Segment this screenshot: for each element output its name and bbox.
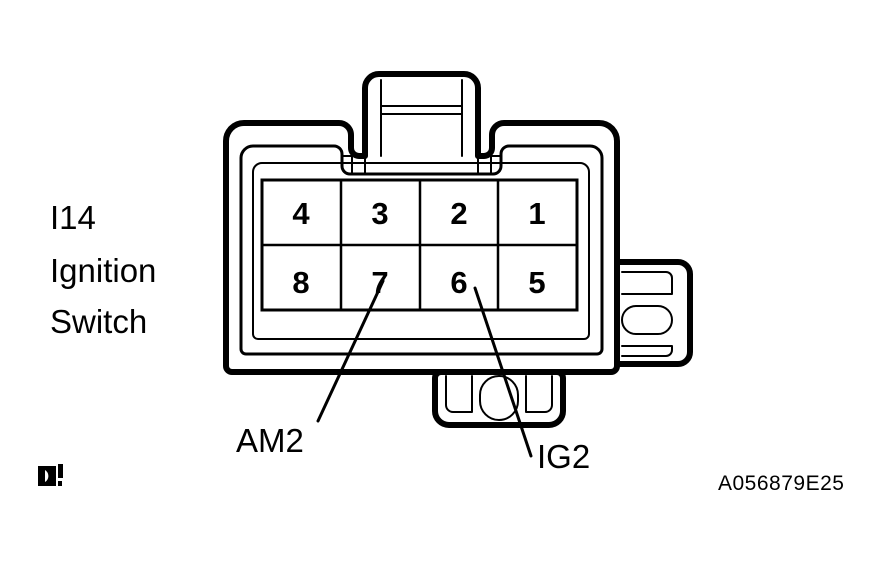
housing-inner-outline-2	[252, 162, 590, 340]
component-name-line1: Ignition	[50, 252, 156, 289]
component-id-label: I14	[50, 199, 96, 236]
right-ear-upper-notch	[621, 271, 673, 295]
bottom-tab-right-notch	[525, 375, 553, 413]
housing-right-ear	[614, 259, 693, 367]
pin-cell-8: 8	[292, 265, 309, 300]
pin-cell-2: 2	[450, 196, 467, 231]
pin-grid: 4 3 2 1 8 7 6 5	[260, 178, 579, 312]
connector-housing	[223, 71, 693, 428]
right-ear-oval-slot	[621, 305, 673, 335]
pin-cell-7: 7	[371, 265, 388, 300]
callout-label-ig2: IG2	[537, 438, 590, 475]
housing-inner-outline-1	[239, 144, 604, 356]
pin-cell-3: 3	[371, 196, 388, 231]
pin-cell-5: 5	[528, 265, 545, 300]
right-ear-lower-notch	[621, 345, 673, 357]
callout-label-am2: AM2	[236, 422, 304, 459]
page-corner-mark-icon	[38, 464, 63, 486]
figure-code: A056879E25	[718, 472, 844, 495]
leader-line-ig2	[473, 286, 533, 458]
text-labels: I14 Ignition Switch AM2 IG2 A056879E25	[50, 199, 844, 495]
pin-cell-6: 6	[450, 265, 467, 300]
housing-outer-outline	[223, 71, 620, 428]
pin-cell-4: 4	[292, 196, 310, 231]
component-name-line2: Switch	[50, 303, 147, 340]
bottom-tab-left-notch	[445, 375, 473, 413]
leader-line-am2	[316, 279, 385, 423]
bottom-tab-oval-slot	[479, 375, 519, 421]
pin-cell-1: 1	[528, 196, 545, 231]
callout-leaders	[316, 279, 533, 458]
